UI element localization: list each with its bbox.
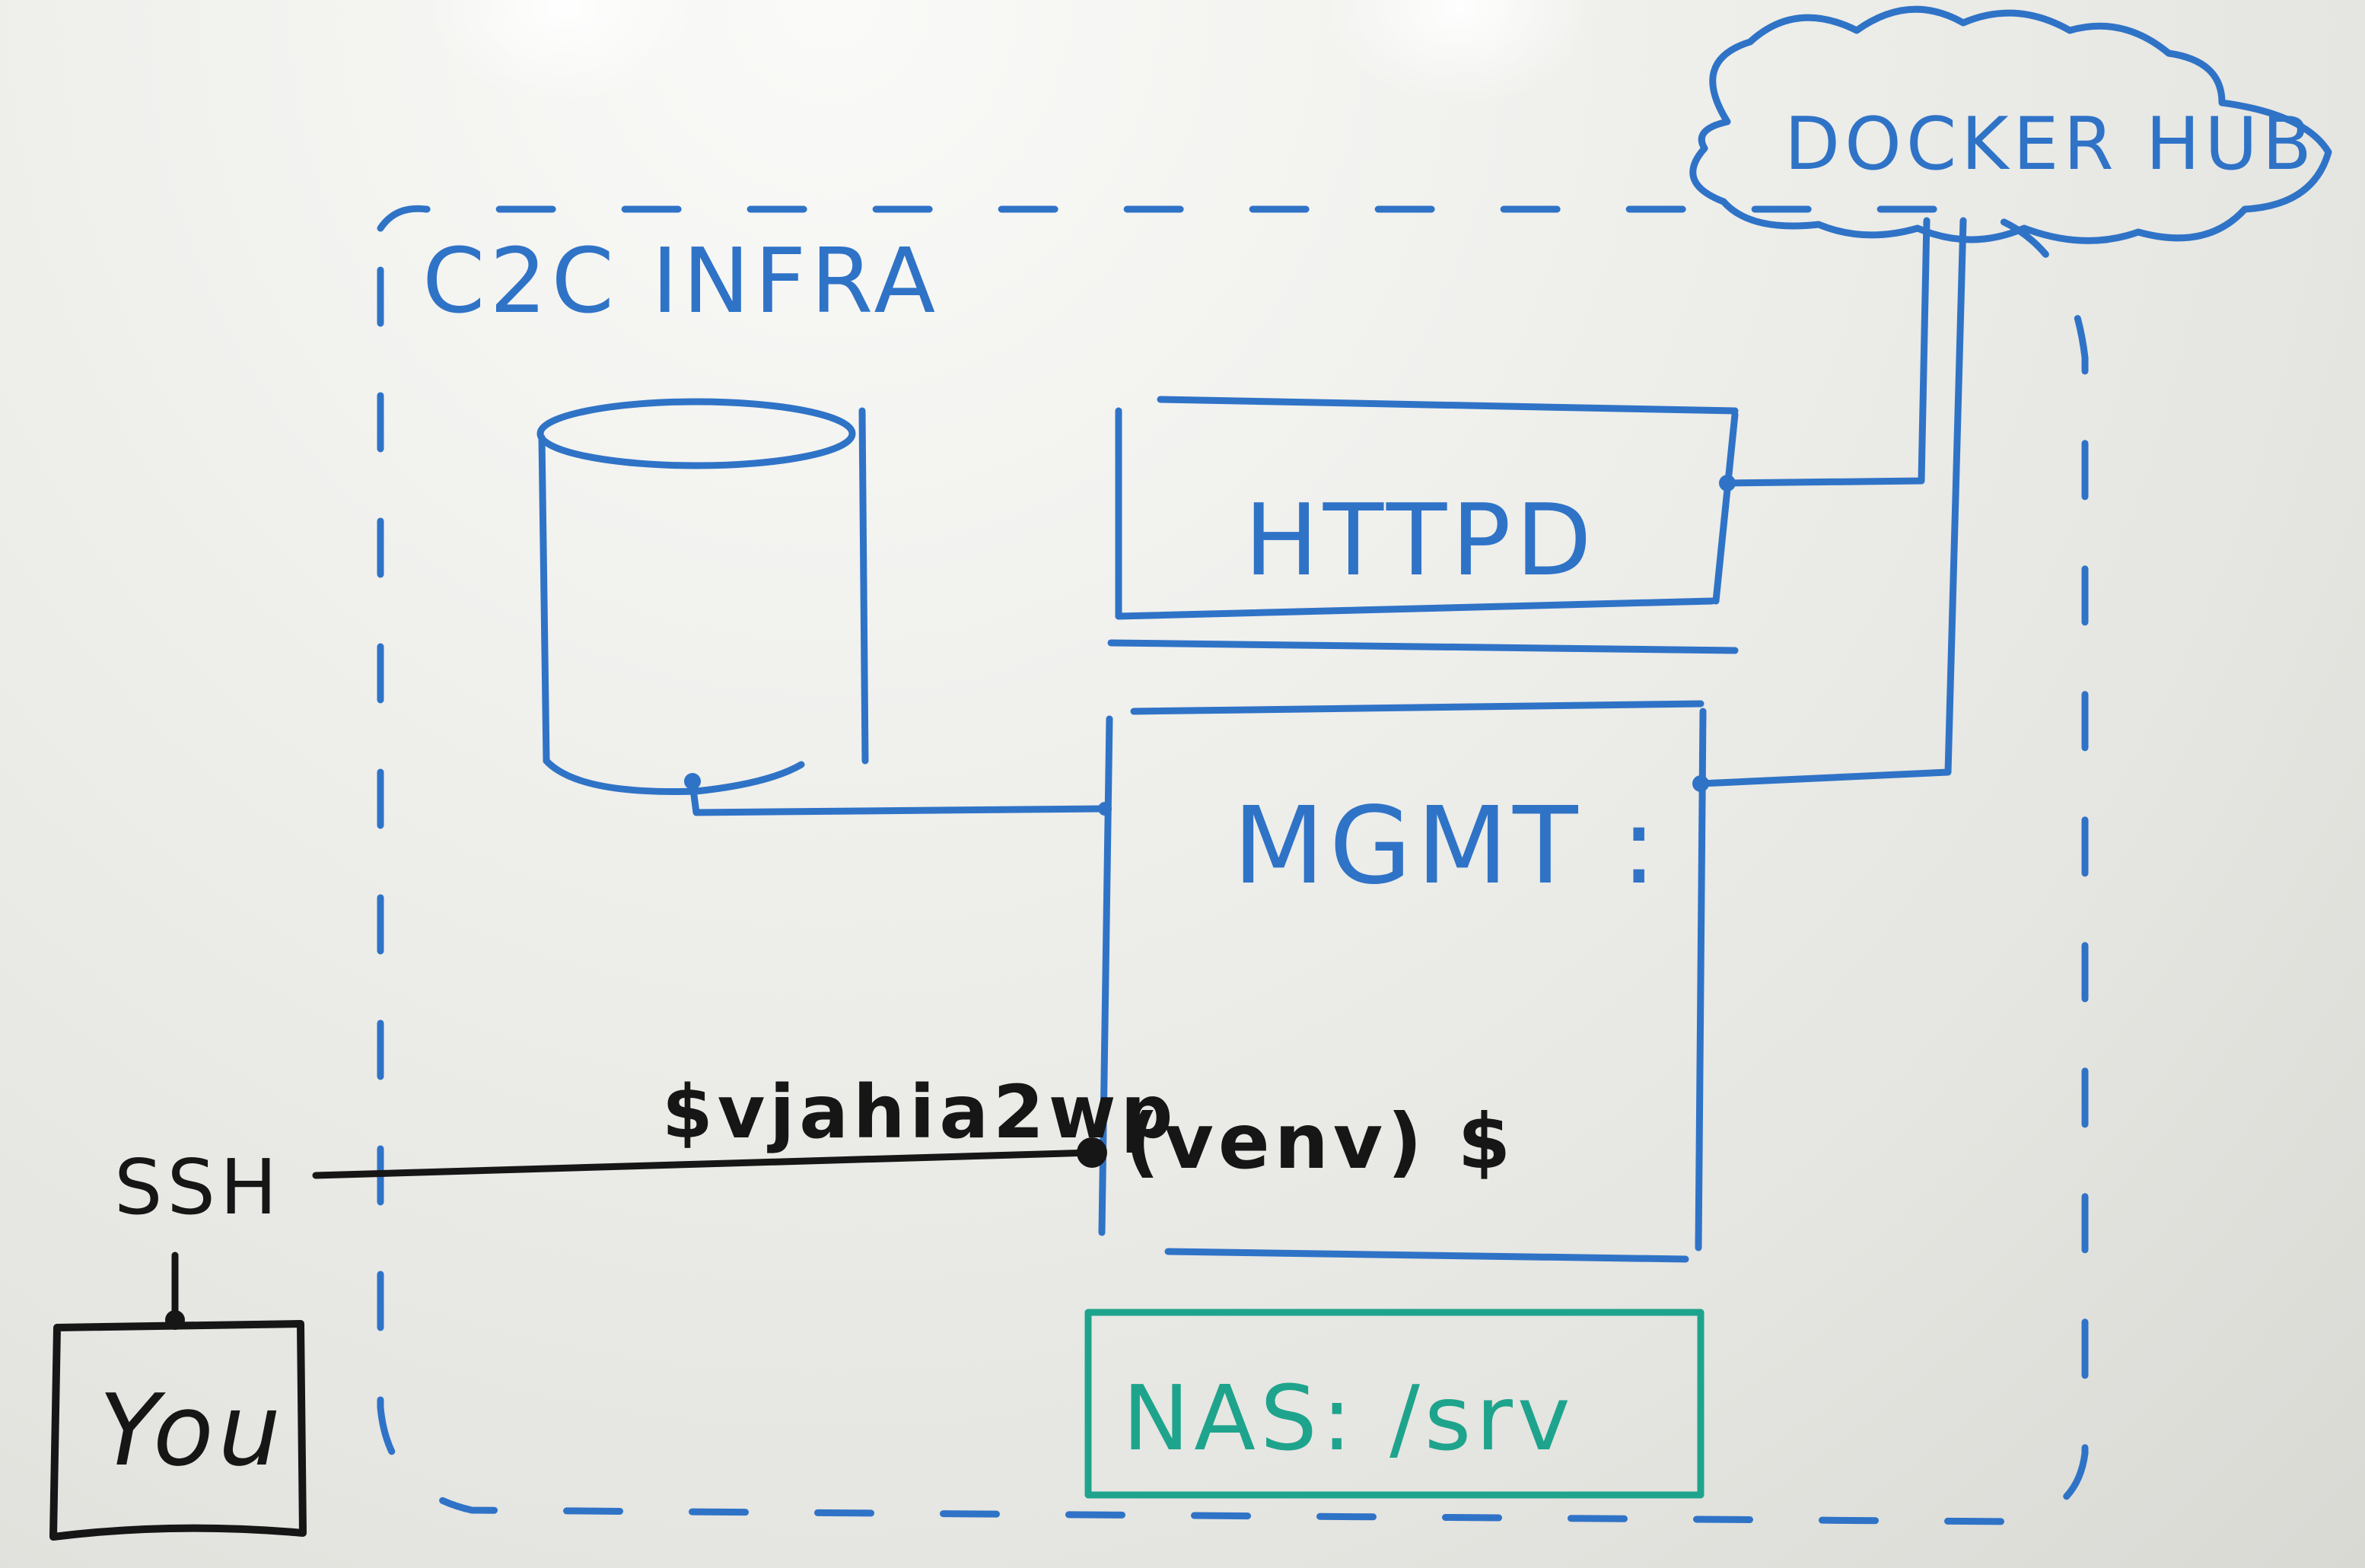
remote-prompt: $vjahia2wp [662, 1070, 1177, 1155]
infra-boundary [377, 205, 2089, 1525]
database-cylinder [536, 398, 869, 795]
httpd-box [1107, 396, 1739, 654]
mgmt-label: MGMT : [1233, 784, 1661, 908]
ssh-line [312, 1149, 1096, 1179]
mgmt-to-dockerhub-link [1697, 217, 1967, 787]
infra-label: C2C INFRA [422, 228, 940, 333]
dockerhub-cloud [1689, 5, 2332, 244]
venv-prompt: (venv) $ [1125, 1097, 1515, 1186]
httpd-to-dockerhub-link [1724, 217, 1931, 487]
you-box [49, 1320, 307, 1541]
ssh-label: SSH [114, 1143, 282, 1232]
httpd-label: HTTPD [1244, 482, 1596, 598]
db-to-mgmt-link [689, 780, 1107, 816]
you-label: You [99, 1372, 285, 1488]
nas-label: NAS: /srv [1122, 1366, 1575, 1471]
nas-box [1084, 1309, 1705, 1499]
db-link-port [1098, 802, 1112, 816]
dockerhub-label: DOCKER HUB [1784, 103, 2316, 186]
ssh-endpoint [1077, 1137, 1107, 1168]
